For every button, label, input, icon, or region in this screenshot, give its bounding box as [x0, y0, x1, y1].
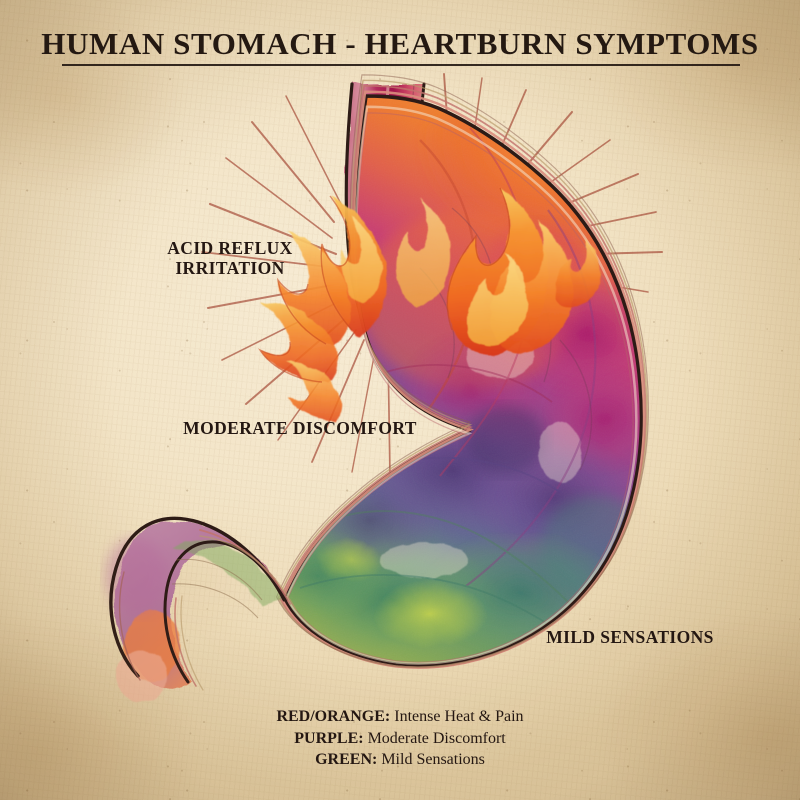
color-legend: RED/ORANGE: Intense Heat & Pain PURPLE: … — [0, 706, 800, 771]
annotation-mild-sensations: MILD SENSATIONS — [546, 627, 714, 647]
legend-item-red-orange: RED/ORANGE: Intense Heat & Pain — [0, 706, 800, 728]
legend-value-green: Mild Sensations — [381, 751, 485, 768]
annotation-acid-reflux: ACID REFLUX IRRITATION — [60, 238, 400, 279]
legend-value-purple: Moderate Discomfort — [367, 729, 506, 747]
duodenum — [106, 516, 297, 702]
annotation-acid-reflux-line2: IRRITATION — [175, 258, 285, 279]
legend-value-red-orange: Intense Heat & Pain — [394, 708, 524, 725]
title-underline — [62, 64, 740, 66]
legend-item-green: GREEN: Mild Sensations — [0, 749, 800, 771]
annotation-acid-reflux-line1: ACID REFLUX — [167, 238, 293, 258]
legend-key-red-orange: RED/ORANGE: — [276, 708, 391, 725]
legend-key-purple: PURPLE: — [294, 729, 364, 747]
legend-item-purple: PURPLE: Moderate Discomfort — [0, 728, 800, 750]
annotation-moderate-discomfort: MODERATE DISCOMFORT — [183, 418, 417, 438]
legend-key-green: GREEN: — [315, 751, 378, 768]
heartburn-flames — [260, 188, 601, 422]
page-title: HUMAN STOMACH - HEARTBURN SYMPTOMS — [41, 26, 759, 61]
flame-outlines — [257, 187, 511, 383]
